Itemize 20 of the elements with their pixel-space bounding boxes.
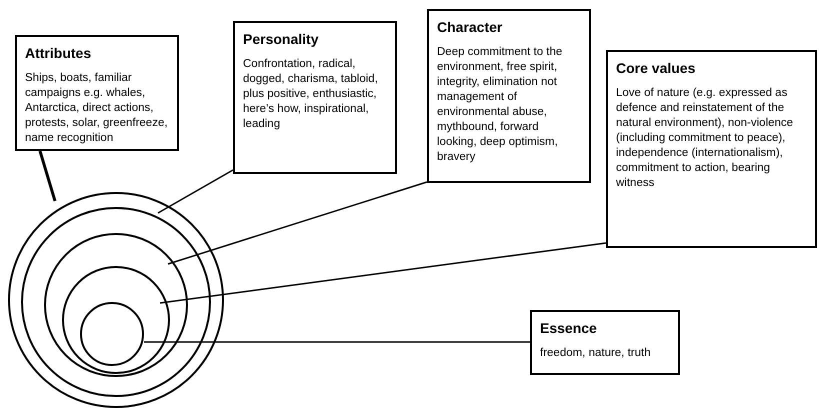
connector-line	[38, 150, 56, 202]
box-text: freedom, nature, truth	[540, 346, 652, 361]
box-heading: Core values	[616, 59, 696, 78]
box-text: Love of nature (e.g. expressed as defence and reinstatement of the natural environment), non-violence (including commitment to peace), independence (internationalism), commitment to action, bearing witness	[616, 86, 794, 191]
text-box	[233, 21, 397, 174]
box-heading: Character	[437, 18, 504, 37]
box-text: Deep commitment to the environment, free spirit, integrity, elimination not management of environmental abuse, mythbound, forward looking, deep optimism, bravery	[437, 45, 564, 165]
box-heading: Attributes	[25, 44, 92, 63]
box-heading: Essence	[540, 319, 598, 338]
connector-line	[160, 242, 606, 304]
connector-line	[144, 341, 530, 343]
box-text: Confrontation, radical, dogged, charisma, tabloid, plus positive, enthusiastic, here’s how, inspirational, leading	[243, 57, 379, 132]
text-box	[15, 35, 179, 151]
connector-line	[158, 169, 234, 214]
text-box	[530, 310, 680, 375]
box-text: Ships, boats, familiar campaigns e.g. whales, Antarctica, direct actions, protests, solar, greenfreeze, name recognition	[25, 71, 169, 146]
connector-line	[168, 181, 428, 265]
text-box	[606, 50, 817, 248]
text-box	[427, 9, 591, 183]
box-heading: Personality	[243, 30, 320, 49]
